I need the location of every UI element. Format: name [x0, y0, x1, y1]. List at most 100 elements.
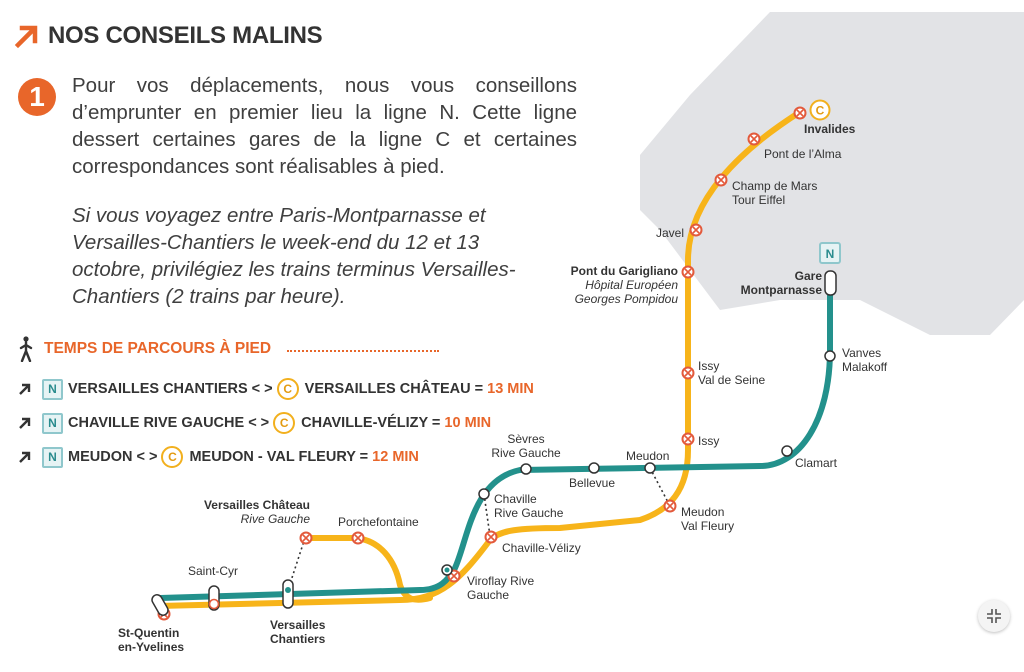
label-line: Issy — [698, 359, 720, 373]
label-line: Pont du Garigliano — [570, 264, 678, 278]
walking-to: MEUDON - VAL FLEURY = — [189, 449, 369, 465]
label-line: Vanves — [842, 346, 882, 360]
walking-to: CHAVILLE-VÉLIZY = — [301, 415, 441, 431]
label-line: Rive Gauche — [494, 506, 564, 520]
label-line: Meudon — [681, 505, 725, 519]
label-line: Hôpital Européen — [585, 278, 678, 292]
line-n — [157, 282, 833, 601]
arrow-up-right-icon — [19, 451, 31, 463]
arrow-up-right-icon — [19, 383, 31, 395]
n-stations — [478, 350, 836, 500]
label-line: Versailles Château — [203, 498, 310, 512]
arrow-up-right-icon — [19, 417, 31, 429]
label-line: Georges Pompidou — [574, 292, 678, 306]
line-c-badge: C — [273, 412, 296, 434]
label-issy: Issy — [698, 434, 720, 448]
svg-text:C: C — [816, 104, 825, 118]
walking-times-heading: TEMPS DE PARCOURS À PIED — [18, 336, 440, 362]
line-n-badge: N — [42, 412, 63, 434]
line-n-badge: N — [42, 446, 63, 468]
line-n-badge: N — [42, 378, 63, 400]
pedestrian-icon — [19, 336, 33, 362]
n-badge-montparnasse-icon: N — [819, 242, 841, 264]
label-line: Versailles — [270, 618, 326, 632]
label-line: Gare — [794, 269, 822, 283]
label-line: Val Fleury — [681, 519, 735, 533]
tip-paragraph: Pour vos déplacements, nous vous conseil… — [72, 74, 577, 178]
label-line: Montparnasse — [740, 283, 822, 297]
label-line: Chantiers — [270, 632, 326, 646]
label-line: Rive Gauche — [491, 446, 561, 460]
label-line: Viroflay Rive — [467, 574, 535, 588]
label-pont-alma: Pont de l’Alma — [764, 147, 842, 161]
label-line: Val de Seine — [698, 373, 766, 387]
c-badge-invalides-icon: C — [809, 99, 831, 121]
collapse-arrows-icon — [987, 609, 1001, 623]
station-bellevue — [588, 462, 600, 474]
label-line: en-Yvelines — [118, 640, 185, 654]
svg-text:N: N — [826, 247, 835, 261]
label-meudon: Meudon — [626, 449, 670, 463]
station-gare-montparnasse — [824, 270, 837, 296]
label-line: Tour Eiffel — [732, 193, 786, 207]
walking-duration: 12 MIN — [372, 449, 419, 465]
walking-row: N CHAVILLE RIVE GAUCHE < > C CHAVILLE-VÉ… — [18, 412, 491, 434]
line-c-branch — [302, 535, 433, 603]
label-line: St-Quentin — [118, 626, 180, 640]
label-line: Chaville — [494, 492, 537, 506]
label-porchefontaine: Porchefontaine — [338, 515, 419, 529]
label-javel: Javel — [656, 226, 685, 240]
heading-dotted-rule — [287, 350, 440, 352]
tip-number-badge: 1 — [18, 78, 56, 116]
walking-duration: 13 MIN — [487, 381, 534, 397]
paris-zone — [640, 12, 1024, 335]
line-c-badge: C — [276, 378, 299, 400]
station-chaville-rg — [478, 488, 490, 500]
walk-link-meudon — [649, 467, 671, 507]
label-line: Gauche — [467, 588, 510, 602]
walking-to: VERSAILLES CHÂTEAU = — [304, 381, 484, 397]
label-line: Champ de Mars — [732, 179, 818, 193]
walking-duration: 10 MIN — [444, 415, 492, 431]
page-title-text: NOS CONSEILS MALINS — [48, 22, 323, 49]
shared-stations — [151, 564, 453, 616]
walking-heading-label: TEMPS DE PARCOURS À PIED — [44, 340, 272, 357]
label-saint-cyr: Saint-Cyr — [188, 564, 239, 578]
collapse-view-button[interactable] — [978, 600, 1010, 632]
label-line: Sèvres — [507, 432, 545, 446]
label-bellevue: Bellevue — [569, 476, 616, 490]
walking-row: N MEUDON < > C MEUDON - VAL FLEURY = 12 … — [18, 446, 419, 468]
walking-row: N VERSAILLES CHANTIERS < > C VERSAILLES … — [18, 378, 534, 400]
label-line: Rive Gauche — [240, 512, 310, 526]
station-vanves — [824, 350, 836, 362]
walking-from: MEUDON < > — [68, 449, 158, 465]
tip-italic-note: Si vous voyagez entre Paris-Montparnasse… — [72, 204, 516, 308]
label-chaville-velizy: Chaville-Vélizy — [502, 541, 581, 555]
station-clamart — [781, 445, 793, 457]
walking-from: CHAVILLE RIVE GAUCHE < > — [68, 415, 270, 431]
line-c — [155, 109, 803, 609]
label-line: Malakoff — [842, 360, 888, 374]
line-c-badge: C — [161, 446, 184, 468]
label-clamart: Clamart — [795, 456, 838, 470]
walk-link-chaville — [483, 493, 491, 537]
walking-from: VERSAILLES CHANTIERS < > — [68, 381, 273, 397]
arrow-up-right-icon — [14, 25, 38, 49]
station-sevres — [520, 463, 532, 475]
page-title: NOS CONSEILS MALINS — [14, 22, 323, 50]
label-invalides: Invalides — [804, 122, 856, 136]
station-meudon — [644, 462, 656, 474]
